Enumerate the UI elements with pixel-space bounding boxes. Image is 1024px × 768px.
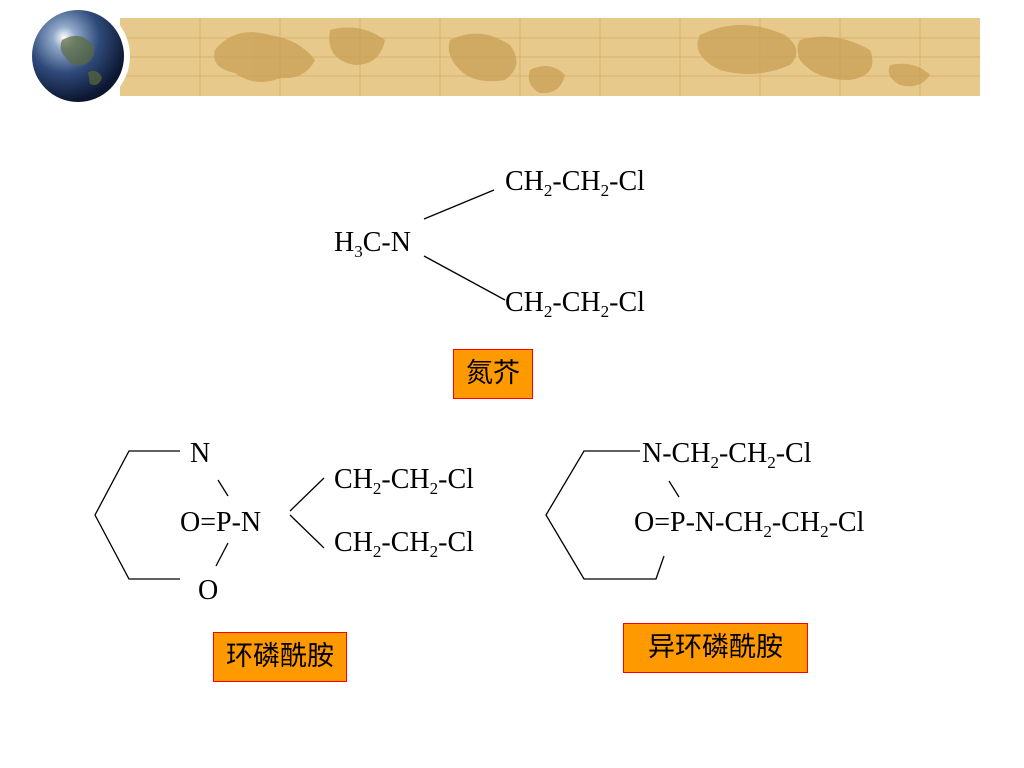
ring-cp [94, 450, 180, 580]
bond-cp-n [217, 479, 229, 497]
bond-cp-bottom [289, 514, 325, 549]
label-nitrogen-mustard: 氮芥 [453, 349, 533, 399]
cp-arm-top: CH2-CH2-Cl [334, 464, 474, 498]
bond-ifos-n [668, 480, 680, 498]
cp-arm-bottom: CH2-CH2-Cl [334, 527, 474, 561]
cp-core: O=P-N [180, 507, 262, 538]
map-continents [214, 25, 930, 94]
cp-ring-o: O [198, 575, 219, 606]
header-banner [26, 4, 980, 108]
ifos-top: N-CH2-CH2-Cl [642, 438, 812, 472]
globe-land [60, 35, 102, 86]
label-cyclophosphamide: 环磷酰胺 [213, 632, 347, 682]
nm-arm-top: CH2-CH2-Cl [505, 166, 645, 200]
bond-cp-top [289, 477, 325, 512]
cp-ring-n: N [190, 438, 211, 469]
bond-cp-o [215, 542, 229, 567]
label-ifosfamide: 异环磷酰胺 [623, 623, 808, 673]
bond-nm-top [423, 189, 495, 220]
ifos-core: O=P-N-CH2-CH2-Cl [634, 507, 865, 541]
bond-nm-bottom [423, 255, 506, 301]
nm-core: H3C-N [334, 227, 411, 261]
nm-arm-bottom: CH2-CH2-Cl [505, 287, 645, 321]
